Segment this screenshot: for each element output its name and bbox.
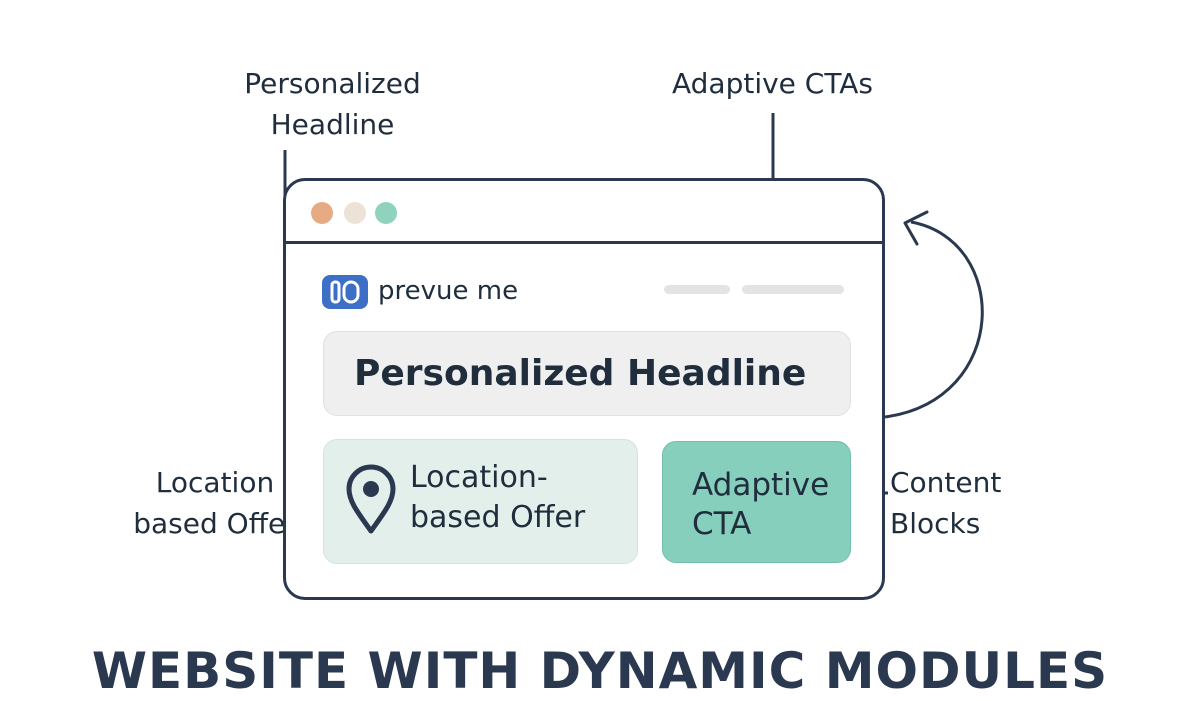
window-dot-maximize[interactable] [375,202,397,224]
annotation-line: Content [890,466,1002,499]
feedback-arrow [884,220,984,419]
headline-text: Personalized Headline [354,353,807,394]
annotation-personalized-headline: Personalized Headline [200,63,465,145]
cta-line: Adaptive [692,467,830,503]
cta-text: Adaptive CTA [692,466,829,544]
offer-line: Location- [410,460,548,495]
feedback-arrowhead [903,210,929,246]
annotation-line: Personalized [244,67,421,100]
headline-module: Personalized Headline [323,331,851,416]
adaptive-cta-button[interactable]: Adaptive CTA [662,441,851,563]
annotation-content-blocks: Content Blocks [890,462,1055,544]
location-offer-module[interactable]: Location- based Offer [323,439,638,564]
annotation-adaptive-ctas: Adaptive CTAs [640,63,905,104]
offer-text: Location- based Offer [410,458,585,538]
annotation-line: Location [155,466,275,499]
browser-window: prevue me Personalized Headline Location… [283,178,885,600]
cta-line: CTA [692,506,752,542]
location-pin-icon [346,464,396,534]
window-dot-close[interactable] [311,202,333,224]
offer-line: based Offer [410,500,586,535]
nav-placeholder[interactable] [664,285,730,294]
window-dot-minimize[interactable] [344,202,366,224]
footer-title: WEBSITE WITH DYNAMIC MODULES [91,642,1109,700]
logo-icon [322,275,368,309]
annotation-line: Adaptive CTAs [671,67,874,100]
brand-name: prevue me [378,276,519,306]
annotation-line: Headline [270,108,395,141]
annotation-line: based Offer [133,507,297,540]
annotation-location-offer: Location based Offer [110,462,320,544]
nav-placeholder[interactable] [742,285,844,294]
window-titlebar [286,181,882,244]
annotation-line: Blocks [890,507,981,540]
